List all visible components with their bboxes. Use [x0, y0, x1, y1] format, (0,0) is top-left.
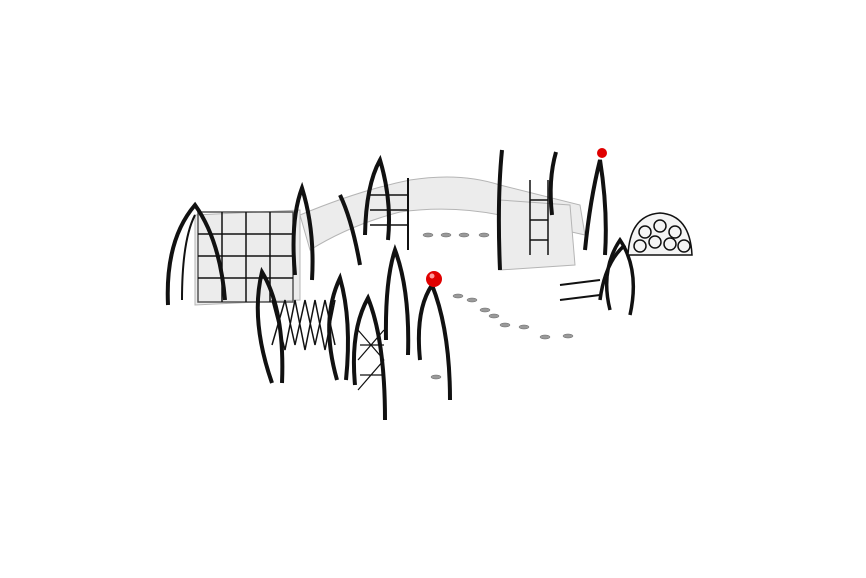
red-ball-finials	[426, 148, 607, 287]
deck-walkway	[194, 176, 586, 306]
stepping-stones	[422, 232, 574, 380]
red-ball-back	[597, 148, 607, 158]
red-ball-front	[426, 271, 442, 287]
left-tower-net	[165, 201, 294, 306]
zigzag-bridge-arches	[255, 266, 350, 384]
right-tree-arches	[559, 236, 636, 316]
dome-climber	[627, 212, 693, 256]
back-arches	[291, 149, 608, 281]
